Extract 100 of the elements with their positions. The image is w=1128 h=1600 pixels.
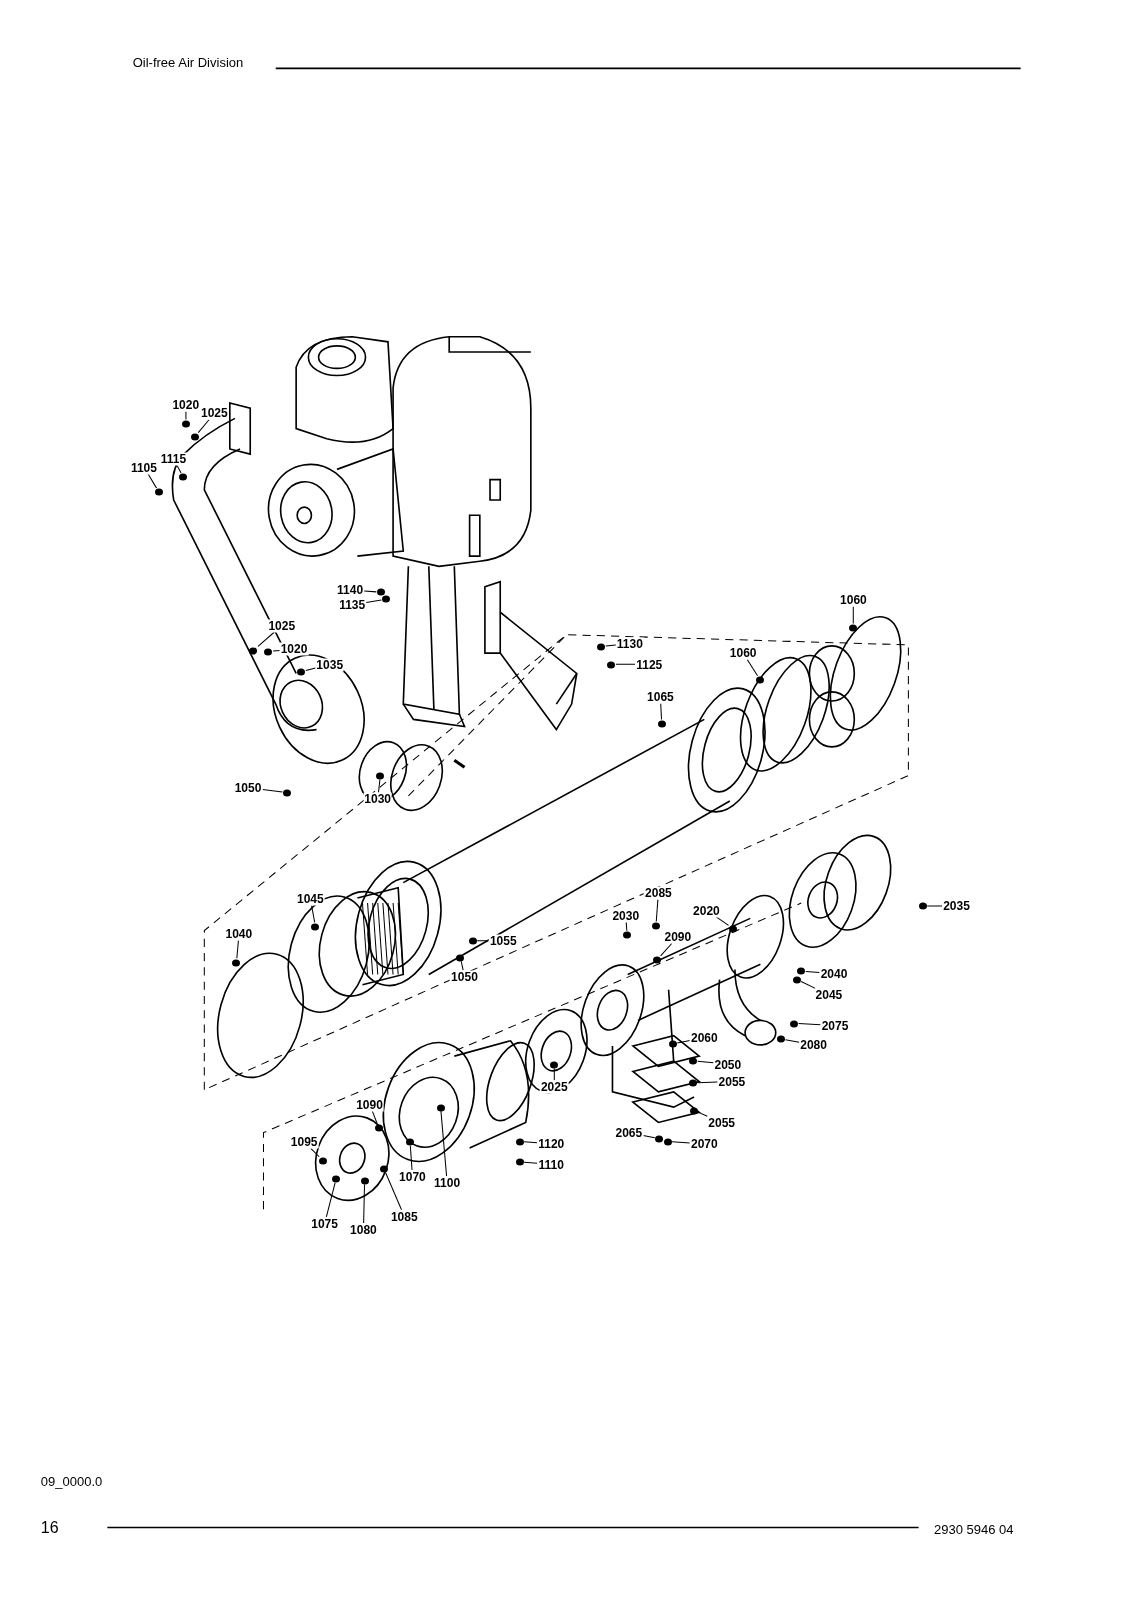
- fastener-icon: [455, 953, 465, 962]
- callout-number: 1020: [279, 642, 309, 656]
- leader-line: [325, 1182, 336, 1218]
- fastener-icon: [154, 488, 164, 497]
- leader-line: [311, 904, 316, 923]
- callout-number: 2045: [814, 988, 844, 1002]
- leader-line: [660, 702, 662, 720]
- callout-number: 2040: [819, 967, 849, 981]
- fastener-icon: [728, 924, 738, 933]
- callout-number: 1105: [129, 461, 158, 475]
- leader-line: [523, 1141, 538, 1144]
- fastener-icon: [178, 473, 188, 482]
- callout-number: 2090: [663, 930, 693, 944]
- leader-line: [460, 960, 464, 971]
- leader-line: [176, 465, 182, 474]
- fastener-icon: [549, 1060, 559, 1069]
- callout-number: 1090: [355, 1098, 384, 1111]
- leader-line: [385, 1172, 402, 1211]
- leader-line: [476, 940, 490, 942]
- division-name: Oil-free Air Division: [132, 55, 244, 71]
- callout-number: 2055: [707, 1116, 737, 1130]
- leader-line: [715, 916, 729, 926]
- fastener-icon: [360, 1177, 370, 1186]
- fastener-icon: [405, 1138, 415, 1147]
- leader-line: [305, 667, 316, 671]
- leader-line: [236, 939, 239, 959]
- callout-number: 1100: [433, 1176, 462, 1190]
- fastener-icon: [792, 975, 802, 984]
- leader-line: [697, 1081, 718, 1084]
- fastener-icon: [918, 902, 928, 911]
- callout-number: 1135: [338, 598, 367, 612]
- callout-number: 1080: [349, 1223, 378, 1237]
- callout-number: 2080: [799, 1038, 828, 1052]
- leader-line: [852, 606, 854, 625]
- callout-number: 1055: [488, 934, 518, 948]
- fastener-icon: [688, 1079, 698, 1088]
- fastener-icon: [848, 623, 858, 632]
- fastener-icon: [689, 1106, 699, 1115]
- callout-number: 1070: [398, 1170, 427, 1184]
- callout-number: 2060: [690, 1031, 719, 1045]
- callout-number: 1065: [646, 690, 675, 704]
- fastener-icon: [596, 642, 606, 651]
- fastener-icon: [231, 958, 241, 967]
- callout-number: 2070: [690, 1137, 719, 1151]
- callout-number: 2025: [539, 1080, 569, 1094]
- leader-line: [697, 1060, 714, 1064]
- callout-number: 1130: [615, 637, 644, 651]
- leader-line: [697, 1111, 708, 1117]
- callout-number: 1060: [728, 646, 758, 660]
- fastener-icon: [606, 660, 616, 669]
- callout-number: 2030: [611, 909, 641, 923]
- fastener-icon: [657, 719, 667, 728]
- callout-number: 1085: [389, 1210, 419, 1224]
- drawing-code: 09_0000.0: [40, 1474, 103, 1490]
- callout-number: 2065: [614, 1126, 644, 1140]
- callout-number: 1030: [363, 792, 393, 806]
- leader-line: [310, 1147, 320, 1158]
- document-number: 2930 5946 04: [934, 1522, 1014, 1538]
- leader-line: [671, 1141, 691, 1144]
- callout-number: 1110: [537, 1158, 565, 1172]
- leader-line: [257, 631, 275, 647]
- leader-line: [660, 942, 673, 957]
- fastener-icon: [331, 1175, 341, 1184]
- leader-line: [440, 1110, 448, 1177]
- leader-line: [371, 1110, 378, 1124]
- callout-number: 1035: [315, 658, 345, 672]
- fastener-icon: [381, 595, 391, 604]
- fastener-icon: [375, 771, 385, 780]
- fastener-icon: [379, 1165, 389, 1174]
- leader-line: [926, 905, 943, 907]
- callout-number: 1020: [171, 398, 201, 412]
- callout-number: 1125: [635, 658, 664, 672]
- fastener-icon: [663, 1137, 673, 1146]
- leader-line: [553, 1067, 555, 1081]
- fastener-icon: [515, 1137, 525, 1146]
- fastener-icon: [668, 1040, 678, 1049]
- leader-line: [363, 590, 377, 593]
- fastener-icon: [296, 667, 306, 676]
- leader-line: [147, 473, 158, 489]
- page-number: 16: [40, 1520, 59, 1535]
- leader-line: [197, 419, 210, 434]
- leader-line: [615, 663, 636, 665]
- leader-line: [642, 1135, 656, 1139]
- leader-line: [262, 789, 283, 793]
- leader-line: [409, 1145, 413, 1171]
- fastener-icon: [652, 956, 662, 965]
- fastener-icon: [436, 1103, 446, 1112]
- fastener-icon: [688, 1057, 698, 1066]
- callout-number: 1045: [295, 892, 325, 906]
- callout-number: 1060: [839, 593, 868, 607]
- fastener-icon: [654, 1135, 664, 1144]
- fastener-icon: [776, 1035, 786, 1044]
- fastener-icon: [468, 937, 478, 946]
- leader-line: [378, 779, 381, 793]
- fastener-icon: [651, 921, 661, 930]
- fastener-icon: [190, 432, 200, 441]
- callout-number: 2035: [942, 899, 971, 913]
- fastener-icon: [755, 676, 765, 685]
- callout-number: 1050: [450, 970, 479, 984]
- leader-line: [746, 659, 759, 677]
